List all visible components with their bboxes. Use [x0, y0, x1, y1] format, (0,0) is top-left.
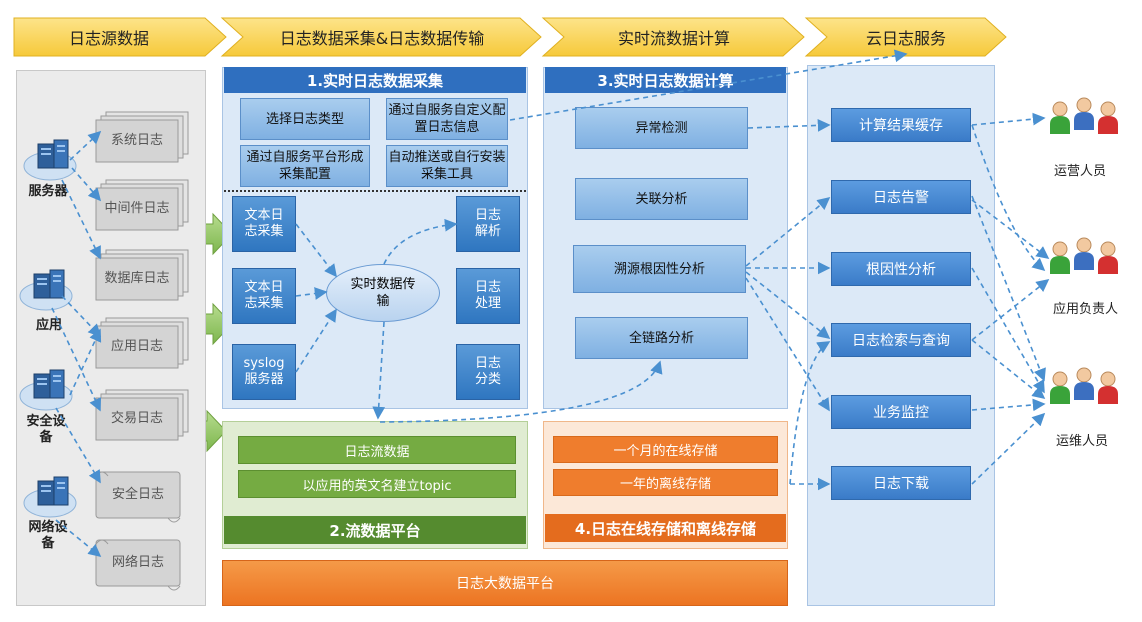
phase-arrow-4: [804, 17, 1007, 57]
process-classify[interactable]: 日志分类: [456, 344, 520, 400]
log-application: 应用日志: [110, 339, 163, 354]
compute-anomaly-detection[interactable]: 异常检测: [575, 107, 748, 149]
input-text-log-1[interactable]: 文本日志采集: [232, 196, 296, 252]
operations-people-icon: [1050, 98, 1118, 134]
role-app-owner: 应用负责人: [1053, 302, 1119, 317]
input-syslog-server[interactable]: syslog服务器: [232, 344, 296, 400]
collection-title: 1.实时日志数据采集: [224, 67, 526, 93]
service-log-download[interactable]: 日志下载: [831, 466, 971, 500]
source-security-label: 安全设备: [26, 414, 66, 445]
service-log-search[interactable]: 日志检索与查询: [831, 323, 971, 357]
source-server-label: 服务器: [28, 184, 68, 199]
app-owner-people-icon: [1050, 238, 1118, 274]
service-log-alert[interactable]: 日志告警: [831, 180, 971, 214]
log-database: 数据库日志: [104, 271, 170, 286]
phase-label-compute: 实时流数据计算: [617, 29, 730, 48]
source-network-label: 网络设备: [28, 520, 68, 551]
config-self-service-custom[interactable]: 通过自服务自定义配置日志信息: [386, 98, 508, 140]
compute-correlation[interactable]: 关联分析: [575, 178, 748, 220]
service-result-cache[interactable]: 计算结果缓存: [831, 108, 971, 142]
log-trade: 交易日志: [110, 411, 163, 426]
compute-full-link[interactable]: 全链路分析: [575, 317, 748, 359]
stream-topic[interactable]: 以应用的英文名建立topic: [238, 470, 516, 498]
process-handle[interactable]: 日志处理: [456, 268, 520, 324]
config-auto-push[interactable]: 自动推送或自行安装采集工具: [386, 145, 508, 187]
log-security: 安全日志: [111, 487, 164, 502]
bigdata-platform: 日志大数据平台: [222, 560, 788, 606]
phase-arrow-1: [13, 17, 227, 57]
log-middleware: 中间件日志: [104, 201, 170, 216]
storage-offline[interactable]: 一年的离线存储: [553, 469, 778, 496]
collection-separator: [224, 190, 526, 192]
source-app-label: 应用: [35, 318, 62, 333]
realtime-transport[interactable]: 实时数据传输: [326, 264, 440, 322]
phase-label-cloud: 云日志服务: [865, 29, 946, 48]
role-operations: 运营人员: [1054, 164, 1107, 179]
log-network: 网络日志: [111, 555, 164, 570]
phase-label-collection: 日志数据采集&日志数据传输: [279, 29, 485, 48]
stream-log-data[interactable]: 日志流数据: [238, 436, 516, 464]
process-parse[interactable]: 日志解析: [456, 196, 520, 252]
service-business-monitor[interactable]: 业务监控: [831, 395, 971, 429]
input-text-log-2[interactable]: 文本日志采集: [232, 268, 296, 324]
service-root-cause[interactable]: 根因性分析: [831, 252, 971, 286]
log-system: 系统日志: [110, 133, 163, 148]
role-maintenance: 运维人员: [1056, 434, 1109, 449]
ops-maintenance-people-icon: [1050, 368, 1118, 404]
storage-title: 4.日志在线存储和离线存储: [545, 514, 786, 542]
compute-root-cause[interactable]: 溯源根因性分析: [573, 245, 746, 293]
config-self-service-platform[interactable]: 通过自服务平台形成采集配置: [240, 145, 370, 187]
storage-online[interactable]: 一个月的在线存储: [553, 436, 778, 463]
config-select-log-type[interactable]: 选择日志类型: [240, 98, 370, 140]
phase-label-source: 日志源数据: [68, 29, 149, 48]
stream-title: 2.流数据平台: [224, 516, 526, 544]
